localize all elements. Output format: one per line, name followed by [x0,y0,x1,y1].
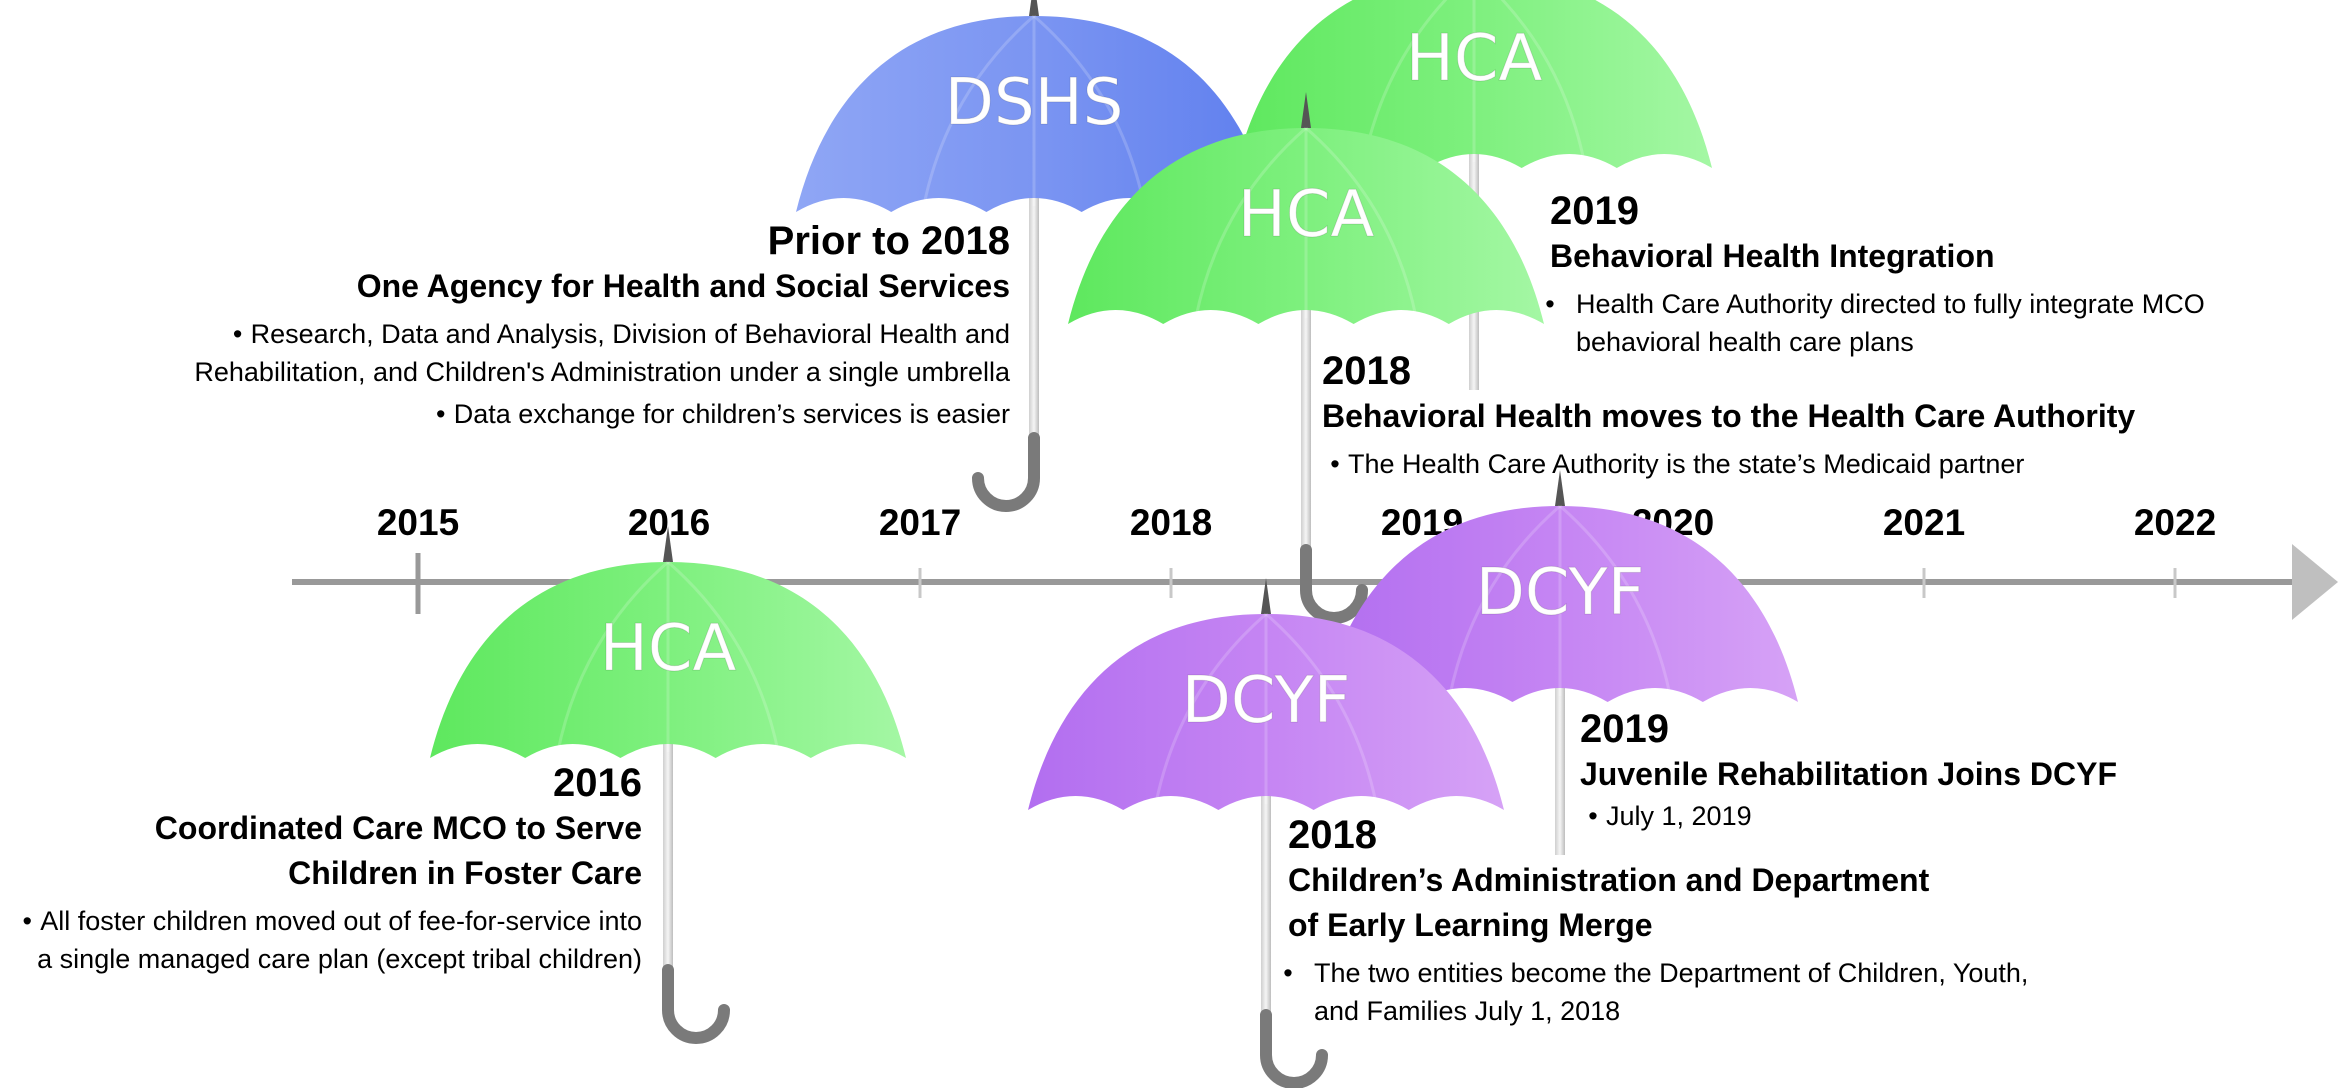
event-title-line2: of Early Learning Merge [1288,907,1653,943]
year-label-2022: 2022 [2134,502,2216,543]
umbrella-rib [1448,504,1561,697]
event-title: Behavioral Health moves to the Health Ca… [1322,398,2136,434]
year-label-2021: 2021 [1883,502,1965,543]
event-jr-2019: 2019 Juvenile Rehabilitation Joins DCYF … [1580,706,2280,841]
year-label-2018: 2018 [1130,502,1212,543]
umbrella-tip-icon [1301,92,1311,128]
event-year: 2016 [553,761,642,805]
bullet-item: •July 1, 2019 [1588,801,1752,831]
umbrella-rib [667,560,780,753]
year-label-2015: 2015 [377,502,459,543]
umbrella-handle-icon [662,964,730,1044]
umbrella-tip-icon [1555,470,1565,506]
umbrella-tip-icon [1029,0,1039,16]
event-bullets: •The two entities become the Department … [1283,954,2058,1030]
event-year: 2018 [1322,349,1411,393]
event-prior-2018: Prior to 2018 One Agency for Health and … [60,218,1010,439]
umbrella-dcyf-2018: DCYF [1028,578,1504,1088]
event-bhi-2019: 2019 Behavioral Health Integration •Heal… [1545,188,2290,367]
umbrella-shaft [663,738,673,1010]
event-year: 2018 [1288,813,1377,857]
umbrella-shaft [1555,682,1565,855]
event-bullets: •All foster children moved out of fee-fo… [0,902,643,978]
umbrella-rib [1500,0,1586,163]
umbrella-canopy [796,16,1272,212]
umbrella-rib [922,14,1035,207]
event-title: Behavioral Health Integration [1550,238,1995,274]
umbrella-rib [1154,612,1267,805]
umbrella-dcyf-2019: DCYF [1322,470,1798,855]
umbrella-canopy [1028,614,1504,810]
umbrella-tip-icon [1261,578,1271,614]
event-title: Coordinated Care MCO to Serve [154,810,642,846]
umbrella-handle-icon [1300,544,1368,624]
event-title-line2: Children in Foster Care [288,855,642,891]
event-bullets: •Research, Data and Analysis, Division o… [60,315,1010,433]
event-year: 2019 [1580,707,1669,751]
event-ca-2018: 2018 Children’s Administration and Depar… [1283,812,2058,1036]
umbrella-canopy [1322,506,1798,702]
bullet-item: •The Health Care Authority is the state’… [1330,449,2025,479]
umbrella-handle-icon [972,432,1040,512]
bullet-item: •The two entities become the Department … [1283,958,2029,1026]
event-year: Prior to 2018 [767,219,1010,263]
umbrella-canopy [430,562,906,758]
umbrella-canopy [1236,0,1712,168]
umbrella-shaft [1029,192,1039,478]
umbrella-label: HCA [1406,22,1543,96]
event-bullets: •July 1, 2019 [1580,797,2280,835]
umbrella-tip-icon [663,526,673,562]
umbrella-dshs-prior: DSHS [796,0,1272,512]
umbrella-canopy [1068,128,1544,324]
event-title: One Agency for Health and Social Service… [356,268,1010,304]
umbrella-rib [1194,126,1307,319]
umbrella-label: DSHS [945,66,1124,140]
umbrella-rib [1305,126,1418,319]
event-bullets: •The Health Care Authority is the state’… [1322,445,2282,483]
umbrella-rib [556,560,669,753]
event-foster-2016: 2016 Coordinated Care MCO to Serve Child… [0,760,643,984]
umbrella-label: HCA [600,612,737,686]
umbrella-rib [1559,504,1672,697]
event-title: Children’s Administration and Department [1288,862,1930,898]
umbrella-shaft [1261,790,1271,1055]
bullet-item: •Research, Data and Analysis, Division o… [194,319,1010,387]
umbrella-handle-icon [1260,1009,1328,1088]
umbrella-shaft [1301,304,1311,590]
umbrella-hca-2016: HCA [430,526,906,1044]
axis-arrow-icon [2292,544,2338,620]
bullet-item: •Data exchange for children’s services i… [435,399,1010,429]
umbrella-rib [1362,0,1448,163]
umbrella-label: DCYF [1182,664,1351,738]
bullet-item: •All foster children moved out of fee-fo… [22,906,643,974]
umbrella-rib [1265,612,1378,805]
umbrella-label: DCYF [1476,556,1645,630]
event-title: Juvenile Rehabilitation Joins DCYF [1580,756,2117,792]
umbrella-label: HCA [1238,178,1375,252]
umbrella-hca-2018: HCA [1068,92,1544,624]
year-label-2017: 2017 [879,502,961,543]
bullet-item: •Health Care Authority directed to fully… [1545,289,2205,357]
event-bh-2018: 2018 Behavioral Health moves to the Heal… [1322,348,2282,489]
umbrella-rib [1033,14,1146,207]
event-year: 2019 [1550,189,1639,233]
event-bullets: •Health Care Authority directed to fully… [1545,285,2290,361]
